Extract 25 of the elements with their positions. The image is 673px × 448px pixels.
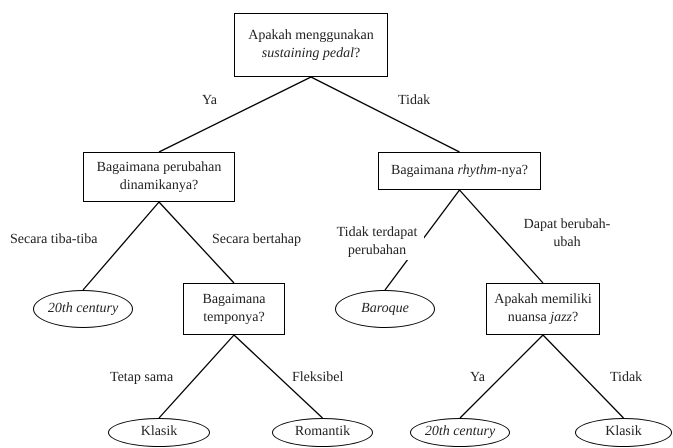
decision-box bbox=[378, 152, 541, 190]
connector-line bbox=[542, 334, 624, 418]
connector-line bbox=[82, 202, 160, 290]
connector-line bbox=[460, 334, 544, 418]
decision-box bbox=[486, 283, 600, 335]
node-text: Apakah menggunakan sustaining pedal? bbox=[247, 26, 375, 63]
node-text: Bagaimana perubahan dinamikanya? bbox=[96, 158, 222, 195]
node-text: Bagaimana temponya? bbox=[202, 290, 266, 327]
node-text: Bagaimana rhythm-nya? bbox=[391, 162, 528, 180]
node-text: 20th century bbox=[424, 423, 496, 442]
node-text: Baroque bbox=[361, 300, 409, 318]
node-text: Romantik bbox=[294, 423, 350, 442]
node-text: Klasik bbox=[140, 423, 178, 442]
node-text: 20th century bbox=[48, 300, 118, 318]
connector-line bbox=[459, 190, 544, 284]
decision-box bbox=[183, 283, 285, 335]
connector-line bbox=[158, 202, 234, 284]
decision-box bbox=[234, 13, 388, 77]
decision-box bbox=[83, 152, 235, 202]
connector-line bbox=[310, 76, 460, 153]
node-text: Apakah memiliki nuansa jazz? bbox=[493, 290, 593, 327]
connector-line bbox=[234, 334, 323, 418]
connector-line bbox=[158, 334, 234, 418]
node-text: Klasik bbox=[605, 423, 642, 442]
connector-line bbox=[158, 76, 312, 153]
